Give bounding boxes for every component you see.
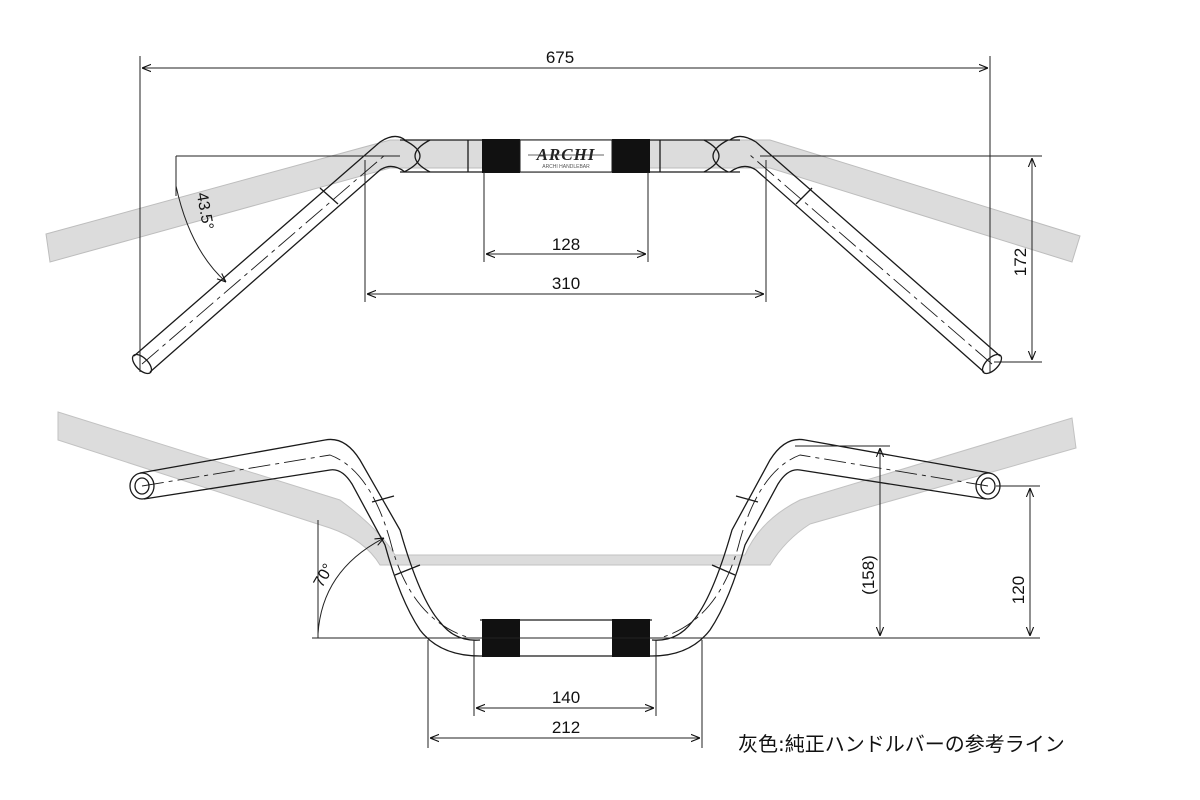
logo-sub: ARCHI HANDLEBAR [542,164,590,170]
dim-128 [483,172,649,262]
dim-128-label: 128 [552,235,580,254]
angle-70 [317,520,384,638]
dim-212 [427,640,703,748]
dim-140-label: 140 [552,688,580,707]
handlebar-top [131,135,1003,375]
side-view: (158) 120 140 212 70° [57,411,1077,748]
dim-310 [364,160,767,302]
dim-158-label: (158) [859,555,878,595]
dim-675-label: 675 [546,48,574,67]
top-view: ARCHI ARCHI HANDLEBAR 675 128 310 [45,48,1081,375]
dim-140 [473,640,657,716]
handlebar-side [129,438,1001,657]
angle-70-label: 70° [311,561,338,590]
dim-310-label: 310 [552,274,580,293]
logo-brand: ARCHI [536,145,596,164]
dim-120 [996,485,1040,636]
angle-43-5 [175,155,400,282]
dim-158 [795,445,890,636]
dim-212-label: 212 [552,718,580,737]
clamp-block-left [482,139,520,173]
reference-line-note: 灰色:純正ハンドルバーの参考ライン [738,732,1065,756]
angle-43-5-label: 43.5° [193,191,216,231]
clamp-block-right [612,139,650,173]
dim-675 [139,56,991,372]
dim-172 [760,155,1042,363]
dim-120-label: 120 [1009,576,1028,604]
dim-172-label: 172 [1011,248,1030,276]
